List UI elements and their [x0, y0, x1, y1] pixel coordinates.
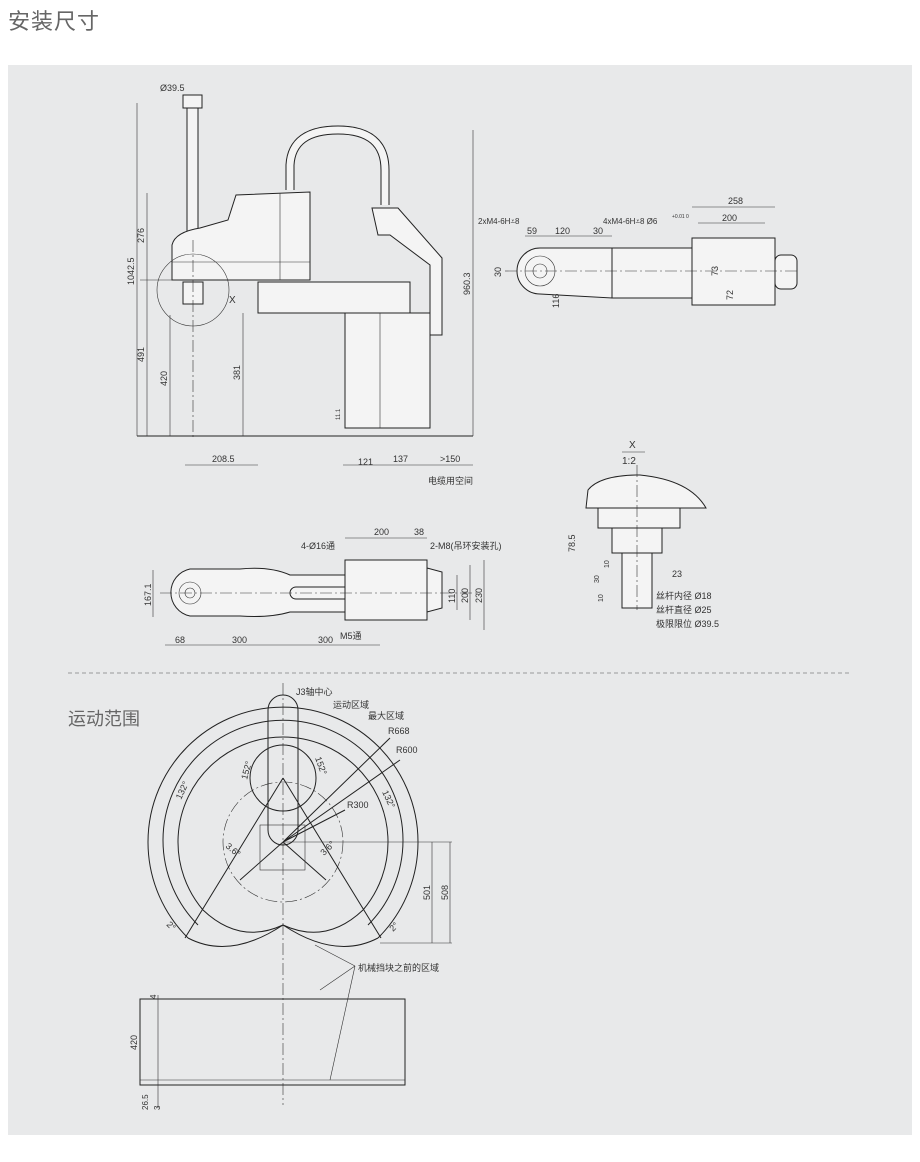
dim-73: 73 [710, 266, 720, 276]
dim-59: 59 [527, 226, 537, 236]
r600-label: R600 [396, 745, 418, 755]
dim-10a: 10 [604, 560, 611, 568]
dim-116: 116 [551, 294, 561, 308]
detail-note-2: 丝杆直径 Ø25 [656, 604, 712, 615]
dim-1042: 1042.5 [126, 257, 136, 285]
top-view: 258 200 2xM4-6H⩡8 4xM4-6H⩡8 Ø6 +0.01 0 5… [478, 196, 800, 308]
dim-h200: 200 [460, 588, 470, 603]
dim-276: 276 [136, 228, 146, 243]
arm1-body [171, 191, 311, 281]
dim-30: 30 [594, 575, 601, 583]
angle-152-left: 152° [239, 760, 254, 781]
dim-300a: 300 [232, 635, 247, 645]
angle-132-right: 132° [380, 789, 397, 810]
detail-x-mark: X [229, 295, 236, 306]
dim-300b: 300 [318, 635, 333, 645]
dim-78: 78.5 [567, 534, 577, 552]
r300-label: R300 [347, 800, 369, 810]
dim-121: 121 [358, 457, 373, 467]
dim-381: 381 [232, 365, 242, 380]
angle-2-left: 2° [165, 919, 178, 932]
arm-end [516, 247, 613, 299]
motion-area-arc [162, 719, 404, 926]
dim-501: 501 [422, 885, 432, 900]
dim-38: 38 [414, 527, 424, 537]
r668-label: R668 [388, 726, 410, 736]
dim-10b: 10 [598, 594, 605, 602]
motion-range-title: 运动范围 [68, 709, 140, 729]
tolerance: +0.01 0 [672, 214, 689, 220]
max-area-arc [147, 706, 419, 939]
dim-150: >150 [440, 454, 460, 464]
base-plate [691, 237, 776, 306]
arm-mid [611, 247, 693, 299]
detail-note-3: 极限限位 Ø39.5 [656, 618, 719, 629]
max-area-label: 最大区域 [368, 710, 404, 721]
stop-area-label: 机械挡块之前的区域 [358, 962, 439, 973]
dim-960: 960.3 [462, 272, 472, 295]
dim-3: 3 [153, 1105, 162, 1110]
dim-68: 68 [175, 635, 185, 645]
plan-view: 200 38 4-Ø16通 2-M8(吊环安装孔) M5通 167.1 110 … [143, 527, 502, 646]
j3-center-label: J3轴中心 [296, 686, 333, 697]
angle-36-right: 3.6° [318, 839, 337, 858]
dim-167: 167.1 [143, 583, 153, 606]
arm-outline [170, 567, 346, 617]
dim-small: 11.1 [336, 408, 342, 420]
angle-36-left: 3.6° [224, 841, 243, 859]
detail-note-1: 丝杆内径 Ø18 [656, 590, 712, 601]
dim-258: 258 [728, 196, 743, 206]
side-view: Ø39.5 X 1042.5 276 491 420 381 960.3 11.… [126, 83, 474, 486]
dim-420: 420 [159, 371, 169, 386]
cable-duct [371, 207, 443, 336]
dim-110: 110 [447, 589, 457, 603]
arm2 [257, 281, 411, 314]
dim-h30: 30 [493, 267, 503, 277]
dim-137: 137 [393, 454, 408, 464]
dim-23: 23 [672, 569, 682, 579]
shaft-dia-label: Ø39.5 [160, 83, 185, 93]
detail-x: X 1:2 78.5 10 30 10 23 丝杆内径 Ø18 丝杆直径 Ø25… [567, 440, 719, 629]
hole-note-1: 2xM4-6H⩡8 [478, 217, 520, 226]
dim-208: 208.5 [212, 454, 235, 464]
detail-scale: 1:2 [622, 456, 636, 467]
dim-26-5: 26.5 [141, 1094, 150, 1110]
hole-note-2: 4xM4-6H⩡8 Ø6 [603, 217, 658, 226]
page-title: 安装尺寸 [8, 9, 101, 34]
dim-230: 230 [474, 588, 484, 603]
connector [774, 254, 798, 290]
tap-note: M5通 [340, 631, 362, 641]
dim-200: 200 [722, 213, 737, 223]
stop-area-rect [139, 998, 406, 1086]
base-column [344, 312, 431, 429]
dim-72: 72 [725, 290, 735, 300]
cable-space-label: 电缆用空间 [428, 475, 473, 486]
detail-cap [585, 474, 707, 509]
motion-area-label: 运动区域 [333, 699, 369, 710]
hole-note-1: 4-Ø16通 [301, 541, 335, 551]
dim-4: 4 [149, 994, 158, 999]
hole-note-2: 2-M8(吊环安装孔) [430, 540, 502, 551]
dim-200: 200 [374, 527, 389, 537]
dim-420: 420 [129, 1035, 139, 1050]
dim-491: 491 [136, 347, 146, 362]
dim-120: 120 [555, 226, 570, 236]
shaft [186, 107, 199, 239]
angle-2-right: 2° [387, 920, 400, 933]
motion-range: J3轴中心 运动区域 最大区域 R668 R600 R300 机械挡块之前的区域… [129, 683, 452, 1110]
dim-30: 30 [593, 226, 603, 236]
detail-title: X [629, 440, 636, 451]
shaft-cap [182, 94, 203, 109]
dim-508: 508 [440, 885, 450, 900]
base-block [344, 559, 428, 621]
